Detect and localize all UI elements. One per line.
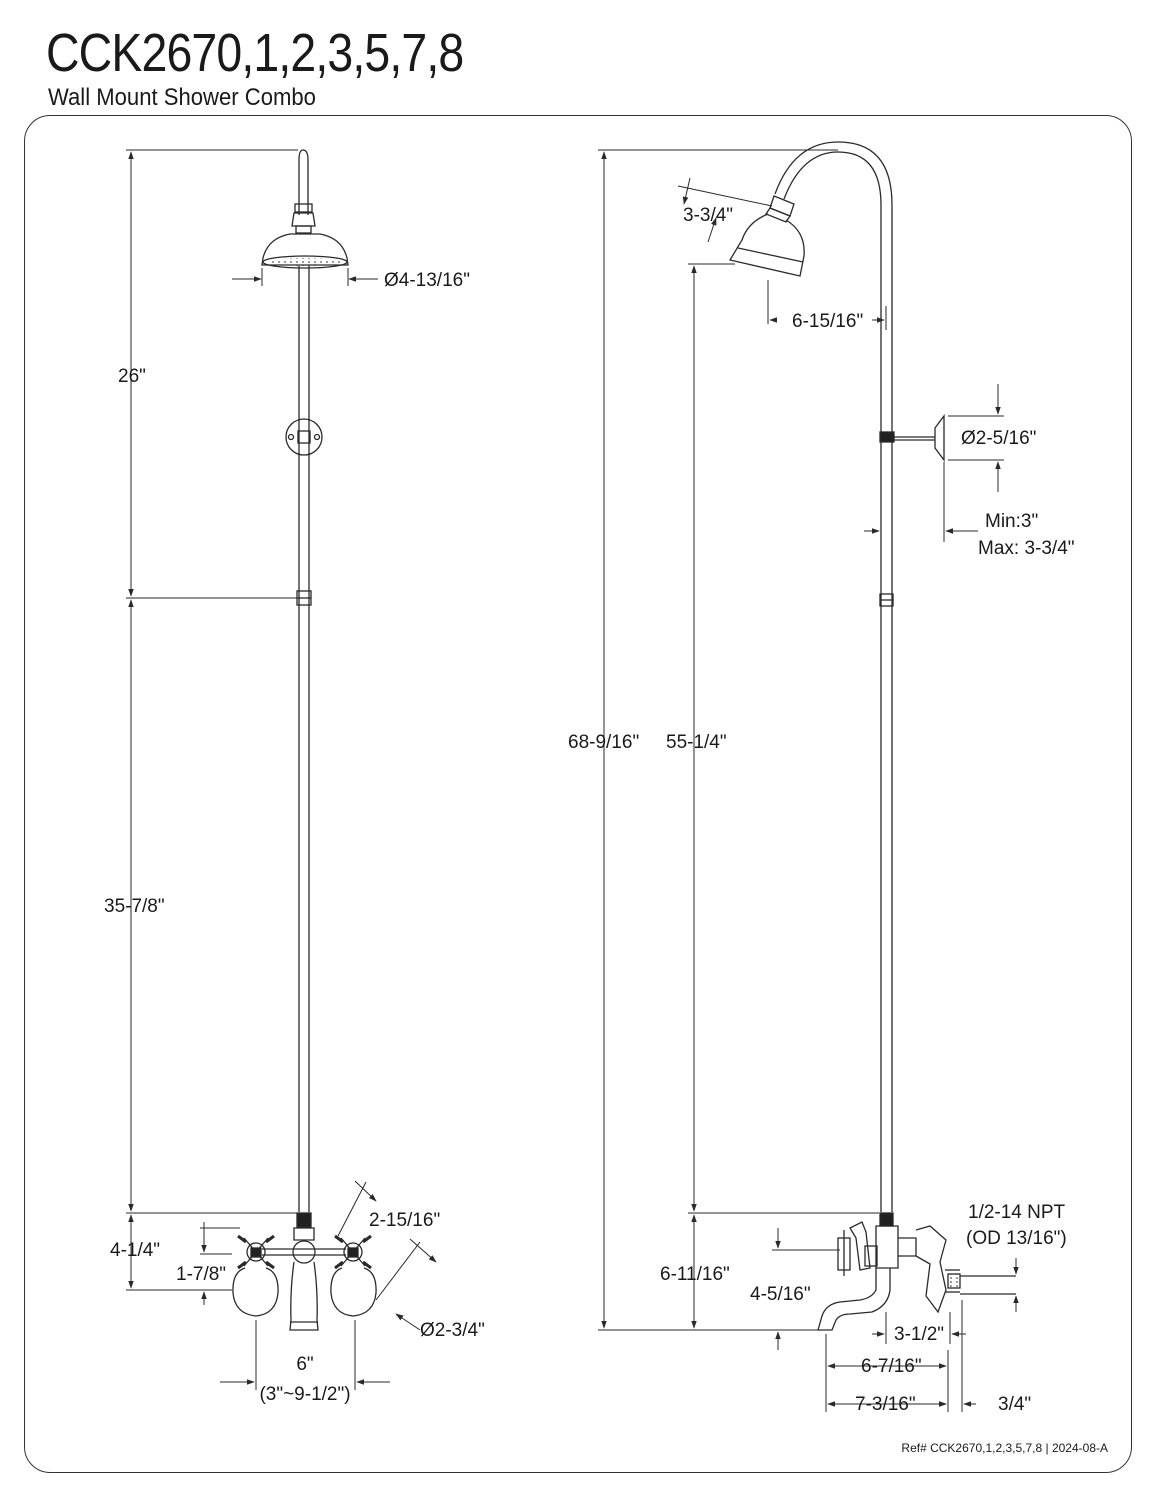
dim-inlet-thread: 1/2-14 NPT (968, 1202, 1066, 1223)
front-view-drawing (232, 149, 377, 1331)
dim-bracket-min: Min:3" (985, 511, 1038, 532)
dimension-lines (126, 149, 1019, 1412)
dim-total-reach: 7-3/16" (855, 1394, 916, 1415)
dimension-labels: Ø4-13/16" 26" 35-7/8" 4-1/4" 1-7/8" 2-15… (104, 205, 1108, 1455)
dim-faucet-height: 4-1/4" (110, 1240, 160, 1261)
spout-side (817, 1268, 891, 1331)
dim-head-to-faucet: 55-1/4" (666, 732, 727, 753)
dim-inlet-od: (OD 13/16") (966, 1228, 1067, 1249)
dim-inlet-length: 3/4" (998, 1394, 1031, 1415)
dim-spout-drop: 4-5/16" (750, 1284, 811, 1305)
right-handle-front (330, 1234, 377, 1317)
dim-upper-riser: 26" (118, 366, 146, 387)
drawing-frame (24, 115, 1132, 1473)
side-view-drawing (728, 141, 1016, 1331)
dim-handle: 2-15/16" (369, 1210, 440, 1231)
dim-centers: 6" (296, 1354, 313, 1375)
page-title: CCK2670,1,2,3,5,7,8 (46, 23, 464, 83)
page-subtitle: Wall Mount Shower Combo (48, 84, 316, 111)
dim-bracket-flange: Ø2-5/16" (961, 428, 1036, 449)
dim-head-depth: 3-3/4" (683, 205, 733, 226)
dim-flange-diameter: Ø2-3/4" (420, 1320, 485, 1341)
dim-spout-offset: 1-7/8" (176, 1264, 226, 1285)
dim-faucet-to-spout: 6-11/16" (660, 1264, 730, 1285)
dim-shower-head-diameter: Ø4-13/16" (384, 270, 470, 291)
dim-overall-height: 68-9/16" (568, 732, 639, 753)
left-handle-front (232, 1234, 279, 1317)
dim-lower-riser: 35-7/8" (104, 896, 165, 917)
wall-bracket-front (285, 418, 323, 456)
shower-head-side (728, 213, 805, 277)
shower-head-front (261, 233, 349, 266)
dim-centers-range: (3"~9-1/2") (259, 1384, 350, 1405)
dim-head-projection: 6-15/16" (792, 311, 863, 332)
dim-bracket-max: Max: 3-3/4" (978, 538, 1075, 559)
dim-body-to-wall: 3-1/2" (894, 1324, 944, 1345)
dim-spout-reach: 6-7/16" (861, 1356, 922, 1377)
wall-flange-side (934, 414, 945, 462)
reference-code: Ref# CCK2670,1,2,3,5,7,8 | 2024-08-A (901, 1441, 1108, 1455)
